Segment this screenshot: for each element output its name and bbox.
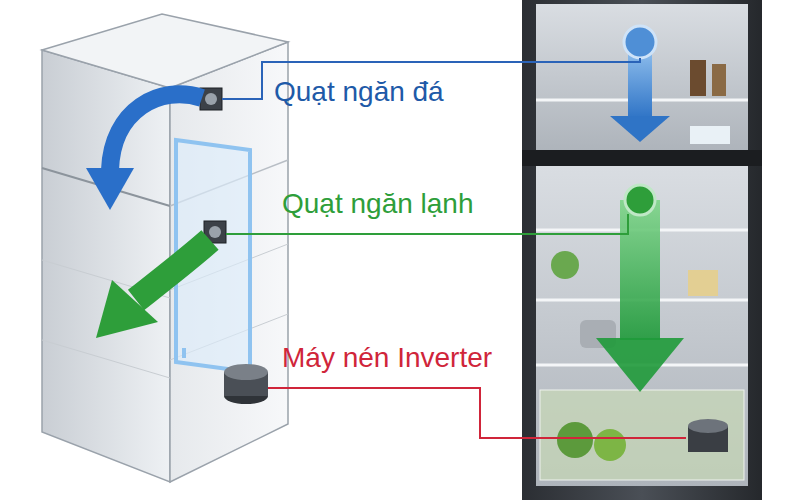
cold-air-arrow (610, 116, 670, 142)
shelf-line (42, 340, 170, 378)
part-label: Máy nén Inverter (282, 342, 492, 374)
vegetable-drawer (540, 390, 744, 480)
cool-air-arrow (620, 200, 660, 340)
fridge-fan (209, 226, 221, 238)
food (688, 270, 718, 296)
fridge-fan (625, 185, 655, 215)
air-duct (182, 348, 186, 358)
part-label: Quạt ngăn lạnh (282, 188, 474, 220)
fridge-front (42, 50, 170, 482)
vegetables (557, 422, 593, 458)
food (712, 64, 726, 96)
compressor (688, 419, 728, 433)
fridge-top (42, 14, 288, 88)
part-label: Quạt ngăn đá (274, 76, 444, 108)
freezer-fan (205, 93, 217, 105)
freezer-interior (536, 4, 748, 150)
cool-air-arrow (596, 338, 684, 392)
food (690, 126, 730, 144)
food (551, 251, 579, 279)
cold-air-arrow (86, 168, 134, 210)
compressor (224, 364, 268, 380)
cool-air-arrow (96, 280, 158, 338)
freezer-fan (624, 26, 656, 58)
cold-air-arrow (110, 94, 202, 170)
leader-line (268, 388, 686, 438)
food (690, 60, 706, 96)
vegetables (594, 429, 626, 461)
cool-air-arrow (136, 240, 210, 300)
fridge-photo (522, 0, 762, 500)
divider (522, 150, 762, 166)
